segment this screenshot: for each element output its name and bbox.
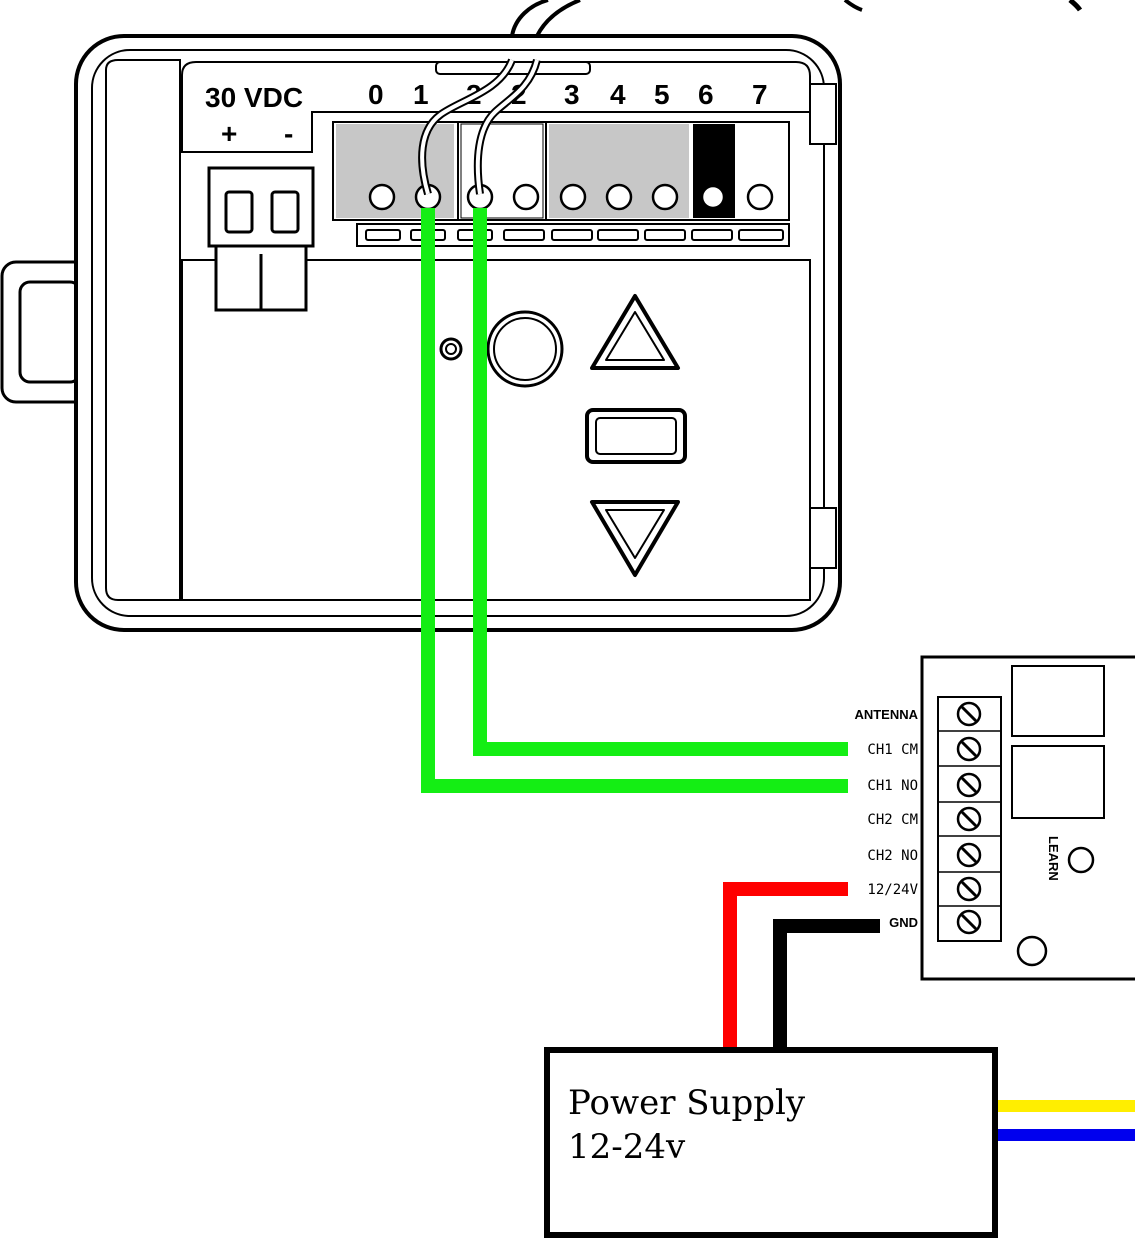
terminal-label-4: 4: [610, 79, 626, 110]
terminal-screw-5: [651, 183, 679, 211]
receiver-label-ch1-no: CH1 NO: [867, 778, 918, 794]
receiver-label-gnd: GND: [889, 915, 918, 930]
terminal-screw-0: [368, 183, 396, 211]
terminal-block: [332, 121, 790, 247]
relay-2: [1011, 745, 1105, 819]
screw-slot-icon: [960, 913, 978, 931]
screw-slot-icon: [960, 880, 978, 898]
receiver-terminals: ANTENNA CH1 CM CH1 NO CH2 CM CH2 NO 12/24V GND: [854, 701, 1001, 935]
receiver-label-antenna: ANTENNA: [854, 707, 918, 722]
power-supply-box: Power Supply 12-24v: [544, 1047, 998, 1238]
terminal-screw-2b: [512, 183, 540, 211]
screw-slot-icon: [960, 776, 978, 794]
receiver-board: LEARN: [920, 655, 1135, 981]
stop-icon[interactable]: [585, 408, 687, 464]
terminal-label-0: 0: [368, 79, 384, 110]
receiver-label-ch2-cm: CH2 CM: [867, 812, 918, 828]
receiver-label-ch1-cm: CH1 CM: [867, 742, 918, 758]
screw-slot-icon: [960, 846, 978, 864]
terminal-screw-3: [559, 183, 587, 211]
screw-slot-icon: [960, 810, 978, 828]
program-button[interactable]: [486, 310, 564, 388]
down-arrow-icon[interactable]: [590, 500, 680, 577]
terminal-screw-7: [746, 183, 774, 211]
internal-wires: [418, 58, 541, 196]
relay-1: [1011, 665, 1105, 737]
plus-label: +: [221, 118, 237, 149]
terminal-label-5: 5: [654, 79, 670, 110]
terminal-label-6: 6: [698, 79, 714, 110]
wire-positive: [723, 882, 848, 1047]
terminal-label-3: 3: [564, 79, 580, 110]
minus-label: -: [284, 118, 293, 149]
screw-slot-icon: [960, 740, 978, 758]
terminal-label-1: 1: [413, 79, 429, 110]
power-supply-voltage: 12-24v: [568, 1127, 686, 1167]
receiver-label-12-24v: 12/24V: [867, 882, 918, 898]
learn-label: LEARN: [1046, 836, 1061, 881]
wire-ch1-cm: [473, 208, 848, 756]
receiver-led: [1016, 935, 1048, 967]
up-arrow-icon[interactable]: [590, 294, 680, 370]
voltage-label: 30 VDC: [205, 82, 303, 113]
power-supply-title: Power Supply: [568, 1083, 806, 1123]
dc-power-connector: [207, 166, 315, 312]
terminal-label-7: 7: [752, 79, 768, 110]
input-cable: [510, 0, 1083, 37]
terminal-screw-6: [700, 184, 726, 210]
terminal-screw-4: [605, 183, 633, 211]
wire-ch1-no: [421, 208, 848, 793]
learn-button[interactable]: [1067, 846, 1095, 874]
wire-ground: [773, 919, 880, 1047]
screw-slot-icon: [960, 705, 978, 723]
receiver-label-ch2-no: CH2 NO: [867, 848, 918, 864]
